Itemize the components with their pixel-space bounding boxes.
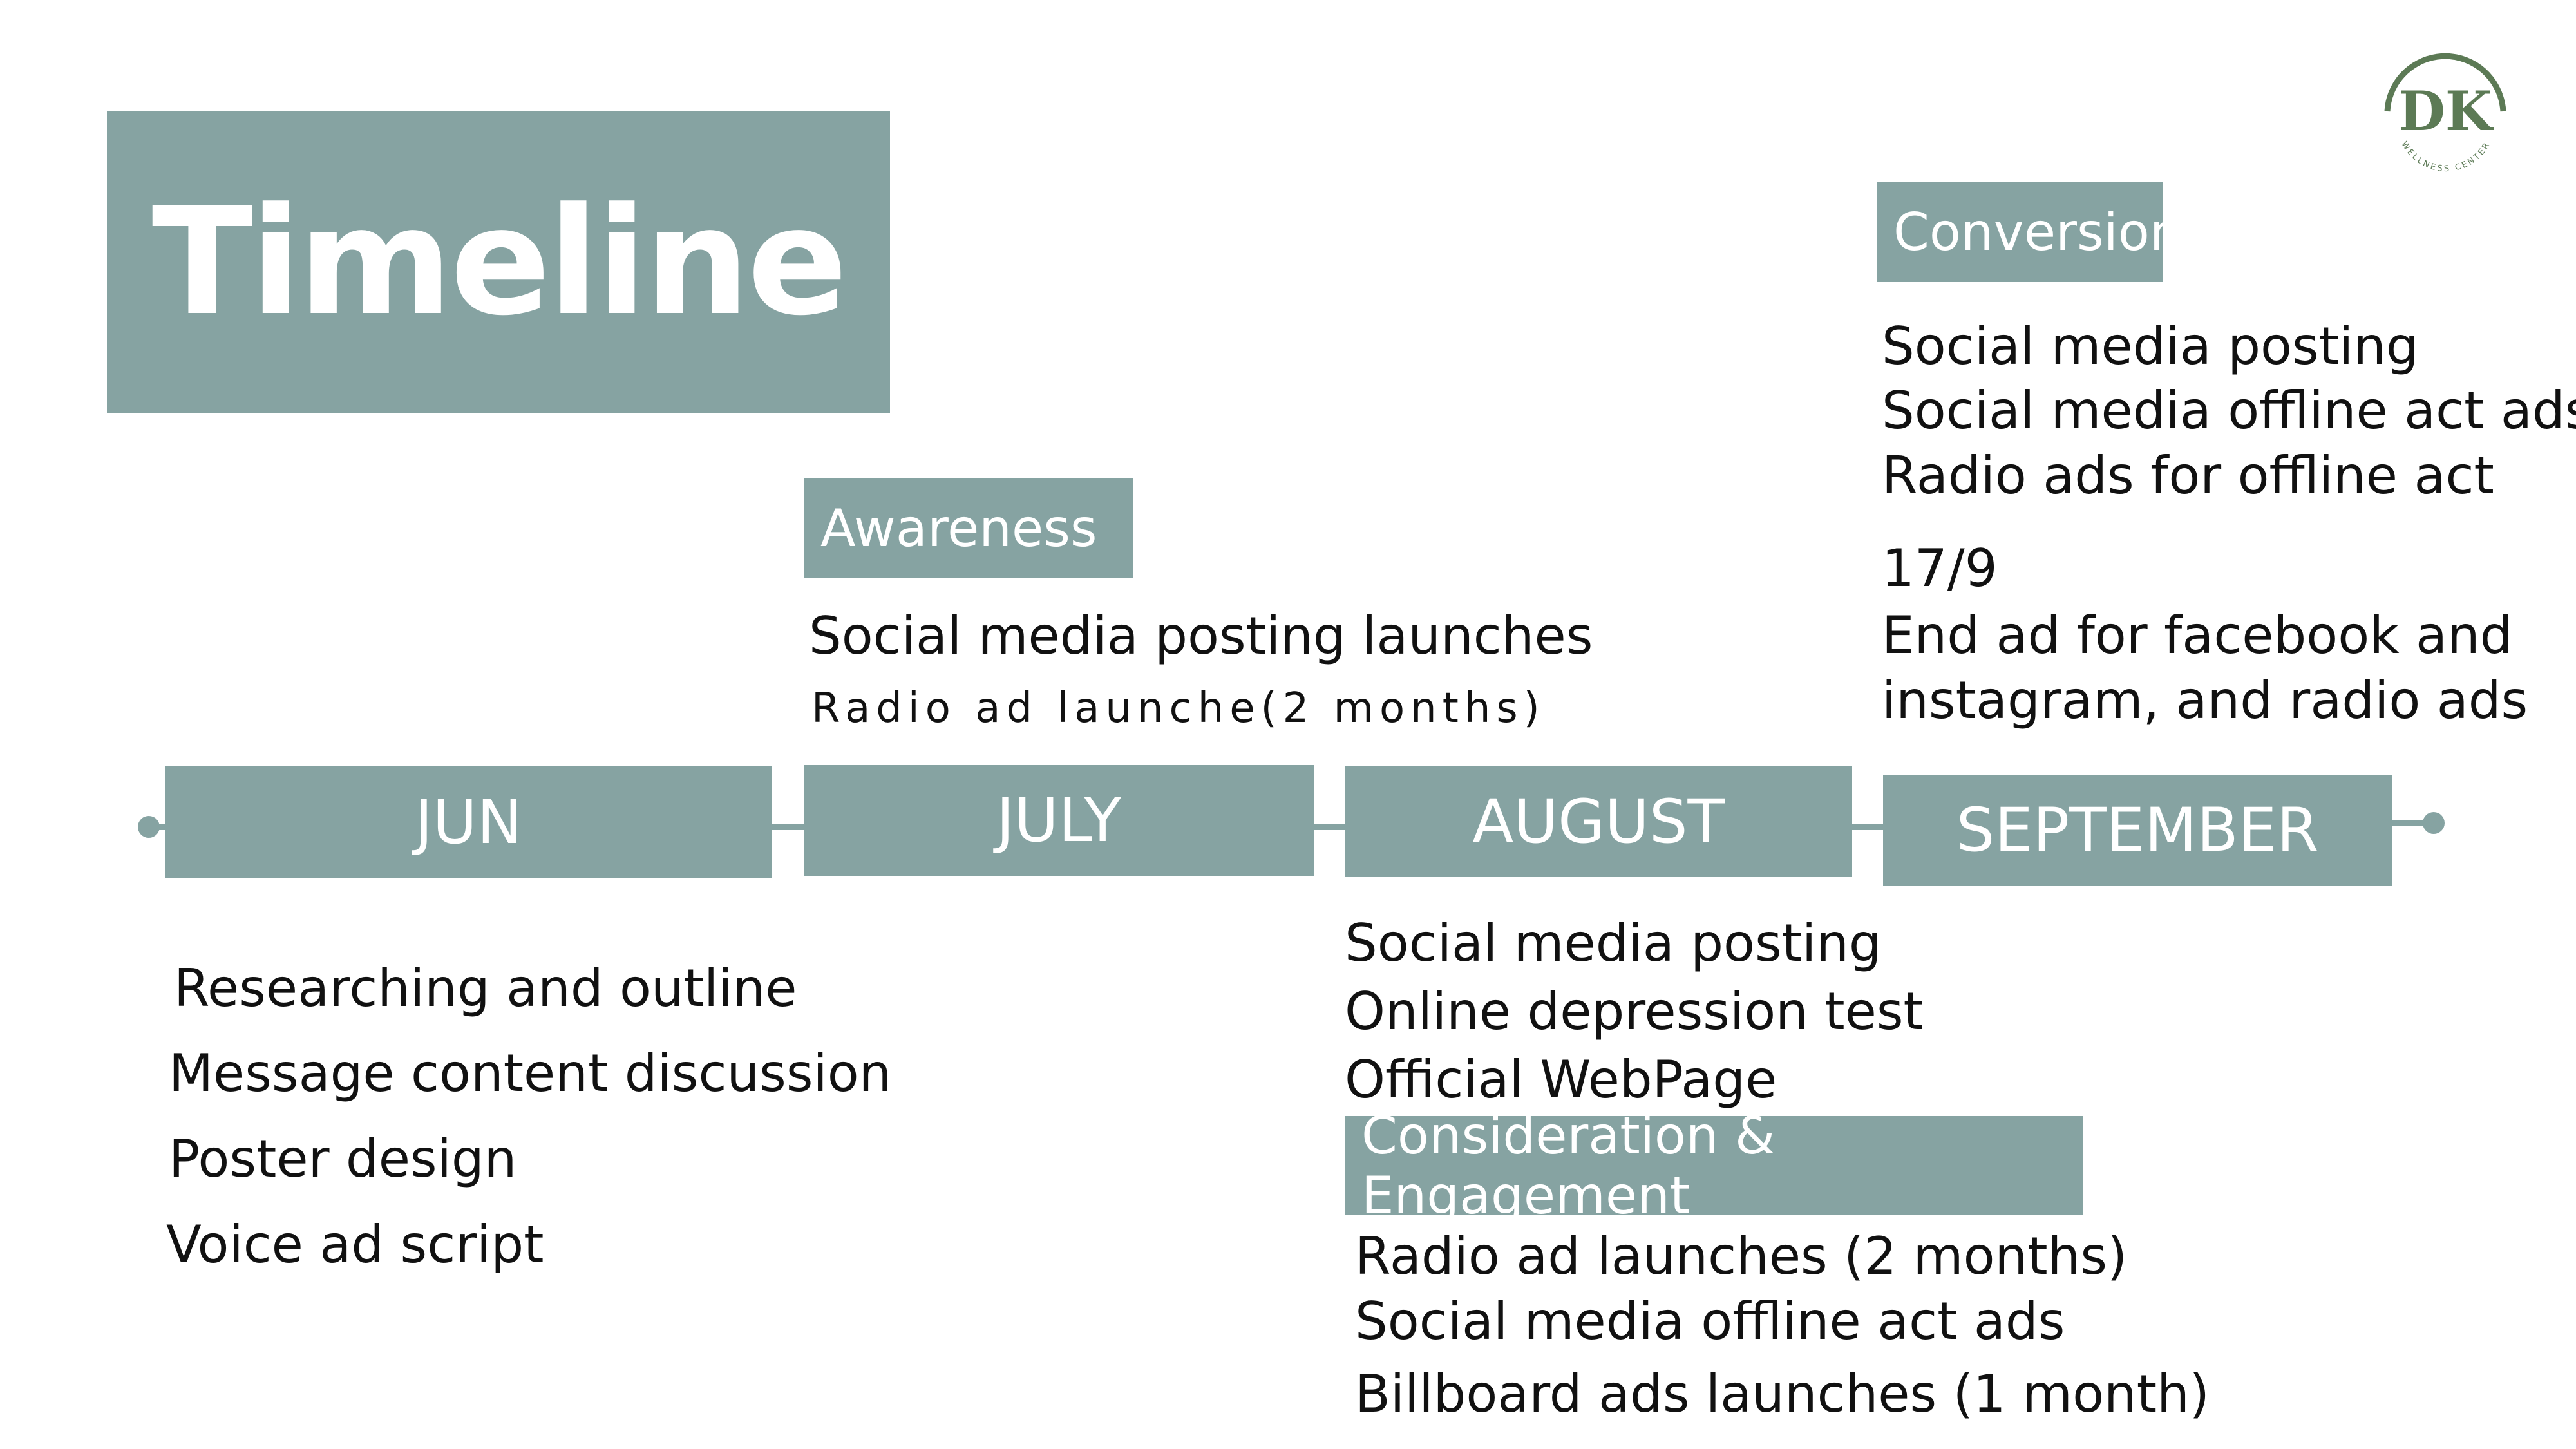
consideration-item: Billboard ads launches (1 month) [1355, 1364, 2210, 1424]
end-date: 17/9 [1882, 538, 1998, 598]
conversion-item: Social media posting [1882, 316, 2419, 376]
consideration-item: Radio ad launches (2 months) [1355, 1226, 2128, 1286]
phase-conversion: Conversion [1877, 182, 2183, 282]
june-item: Researching and outline [174, 958, 797, 1018]
phase-label: Awareness [820, 498, 1097, 558]
title-box: Timeline [107, 111, 890, 413]
month-september: SEPTEMBER [1883, 775, 2392, 886]
timeline-line-1 [771, 824, 806, 830]
conversion-item: Social media offline act ads [1882, 381, 2576, 440]
conversion-item: Radio ads for offline act [1882, 446, 2494, 506]
phase-awareness: Awareness [804, 478, 1133, 578]
end-note-line: instagram, and radio ads [1882, 670, 2528, 730]
june-item: Voice ad script [166, 1215, 544, 1274]
june-item: Message content discussion [169, 1043, 892, 1103]
month-jun: JUN [165, 766, 772, 878]
july-item: Radio ad launche(2 months) [811, 685, 1546, 732]
timeline-end-dot [2423, 812, 2445, 834]
month-july: JULY [804, 765, 1314, 876]
timeline-line-start [148, 824, 167, 830]
dk-logo: DK WELLNESS CENTER [2384, 53, 2506, 174]
month-label: SEPTEMBER [1956, 795, 2319, 866]
month-label: AUGUST [1472, 786, 1725, 857]
june-item: Poster design [169, 1129, 517, 1189]
end-note-line: End ad for facebook and [1882, 605, 2513, 665]
august-item: Social media posting [1345, 913, 1882, 973]
phase-consideration: Consideration & Engagement [1345, 1106, 2083, 1226]
timeline-line-3 [1852, 824, 1884, 830]
august-item: Official WebPage [1345, 1050, 1777, 1110]
month-label: JUN [415, 787, 522, 858]
svg-text:WELLNESS CENTER: WELLNESS CENTER [2399, 140, 2492, 174]
svg-text:DK: DK [2398, 79, 2494, 143]
august-item: Online depression test [1345, 981, 1924, 1041]
phase-label: Conversion [1893, 202, 2183, 262]
month-august: AUGUST [1345, 766, 1852, 877]
month-label: JULY [996, 785, 1121, 856]
july-item: Social media posting launches [809, 606, 1593, 666]
consideration-item: Social media offline act ads [1355, 1291, 2065, 1351]
timeline-line-end [2392, 820, 2432, 826]
page-title: Timeline [151, 176, 848, 348]
phase-label: Consideration & Engagement [1361, 1106, 1776, 1226]
timeline-line-2 [1313, 824, 1349, 830]
